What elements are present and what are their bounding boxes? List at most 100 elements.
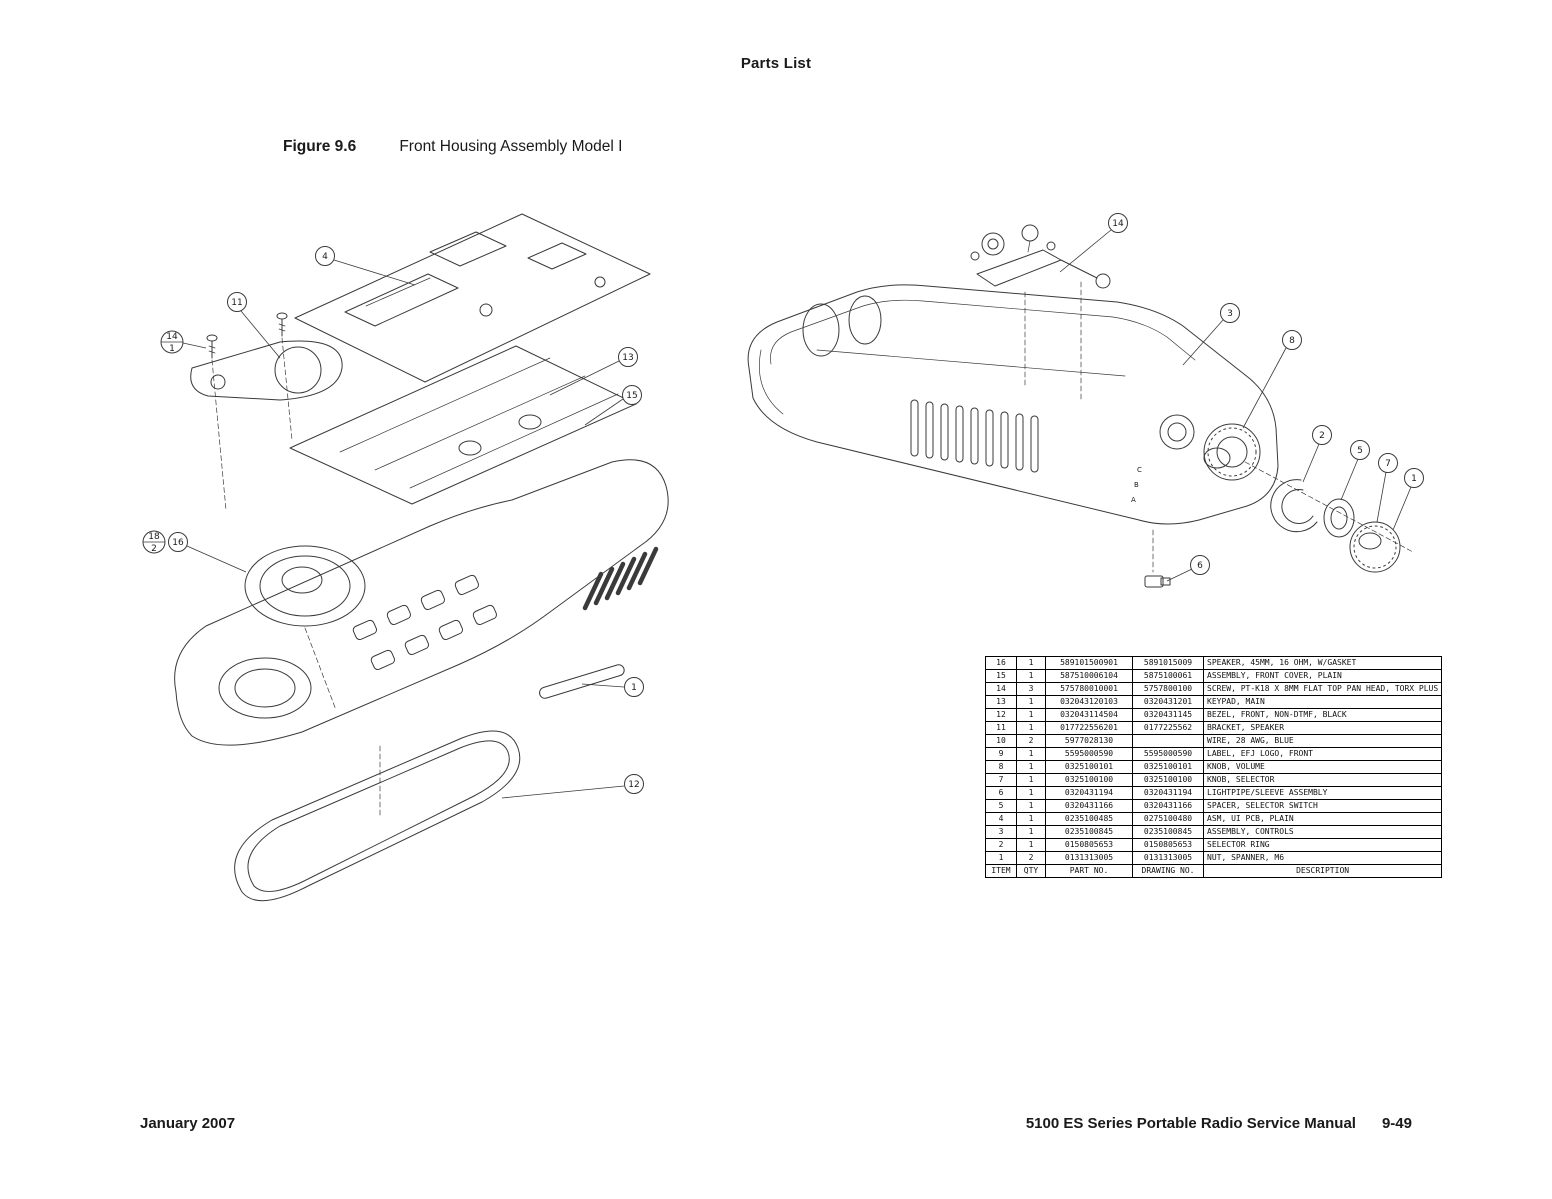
table-header-row: ITEM QTY PART NO. DRAWING NO. DESCRIPTIO… <box>985 864 1443 878</box>
table-row: 4 1 0235100485 0275100480 ASM, UI PCB, P… <box>985 812 1443 826</box>
table-row: 16 1 589101500901 5891015009 SPEAKER, 45… <box>985 656 1443 670</box>
speaker-bracket-shape <box>190 340 343 401</box>
callout-18-2: 18 2 <box>142 530 166 554</box>
svg-text:8: 8 <box>1289 336 1295 346</box>
cell-item: 14 <box>985 682 1017 696</box>
cell-item: 12 <box>985 708 1017 722</box>
callout-11: 11 <box>227 292 281 359</box>
cell-part-no: 0235100845 <box>1045 825 1133 839</box>
table-row: 7 1 0325100100 0325100100 KNOB, SELECTOR <box>985 773 1443 787</box>
cell-item: 15 <box>985 669 1017 683</box>
cell-qty: 1 <box>1016 695 1046 709</box>
cell-drawing-no: 0150805653 <box>1132 838 1204 852</box>
cell-part-no: 032043114504 <box>1045 708 1133 722</box>
table-row: 14 3 575780010001 5757800100 SCREW, PT-K… <box>985 682 1443 696</box>
cell-item: 13 <box>985 695 1017 709</box>
cell-qty: 1 <box>1016 721 1046 735</box>
cell-part-no: 5595000590 <box>1045 747 1133 761</box>
panel-letter-a: A <box>1131 496 1136 504</box>
speaker-shape <box>244 545 366 711</box>
header-drawing-no: DRAWING NO. <box>1132 864 1204 878</box>
cell-part-no: 0320431194 <box>1045 786 1133 800</box>
cell-drawing-no: 0320431166 <box>1132 799 1204 813</box>
callout-7: 7 <box>1376 453 1398 523</box>
front-cover-shape <box>174 459 669 819</box>
cell-description: BEZEL, FRONT, NON-DTMF, BLACK <box>1202 708 1443 722</box>
cell-part-no: 0325100101 <box>1045 760 1133 774</box>
spacer-shape <box>1323 498 1355 538</box>
cell-item: 6 <box>985 786 1017 800</box>
svg-text:18: 18 <box>148 532 160 542</box>
cell-qty: 1 <box>1016 760 1046 774</box>
cell-qty: 1 <box>1016 825 1046 839</box>
cell-drawing-no: 0325100101 <box>1132 760 1204 774</box>
cell-part-no: 0235100485 <box>1045 812 1133 826</box>
callout-1: 1 <box>1392 468 1424 531</box>
svg-text:14: 14 <box>166 332 178 342</box>
callout-2: 2 <box>1302 425 1332 483</box>
callout-15: 15 <box>584 385 642 426</box>
cell-item: 10 <box>985 734 1017 748</box>
footer-date: January 2007 <box>140 1115 236 1132</box>
cell-description: LIGHTPIPE/SLEEVE ASSEMBLY <box>1202 786 1443 800</box>
cell-qty: 2 <box>1016 851 1046 865</box>
cell-item: 11 <box>985 721 1017 735</box>
table-row: 13 1 032043120103 0320431201 KEYPAD, MAI… <box>985 695 1443 709</box>
callout-14-1: 14 1 <box>160 330 207 354</box>
cell-item: 4 <box>985 812 1017 826</box>
cell-qty: 1 <box>1016 708 1046 722</box>
callout-1: 1 <box>581 677 644 697</box>
svg-text:2: 2 <box>151 544 157 554</box>
table-row: 1 2 0131313005 0131313005 NUT, SPANNER, … <box>985 851 1443 865</box>
table-row: 15 1 587510006104 5875100061 ASSEMBLY, F… <box>985 669 1443 683</box>
cell-description: LABEL, EFJ LOGO, FRONT <box>1202 747 1443 761</box>
cell-description: ASM, UI PCB, PLAIN <box>1202 812 1443 826</box>
cell-description: KEYPAD, MAIN <box>1202 695 1443 709</box>
cell-part-no: 5977028130 <box>1045 734 1133 748</box>
table-row: 5 1 0320431166 0320431166 SPACER, SELECT… <box>985 799 1443 813</box>
cell-description: KNOB, SELECTOR <box>1202 773 1443 787</box>
figure-title: Front Housing Assembly Model I <box>399 138 623 155</box>
table-row: 12 1 032043114504 0320431145 BEZEL, FRON… <box>985 708 1443 722</box>
table-row: 3 1 0235100845 0235100845 ASSEMBLY, CONT… <box>985 825 1443 839</box>
cell-drawing-no <box>1132 734 1204 748</box>
table-row: 2 1 0150805653 0150805653 SELECTOR RING <box>985 838 1443 852</box>
controls-assembly-shape <box>970 224 1111 401</box>
cell-qty: 1 <box>1016 786 1046 800</box>
svg-text:2: 2 <box>1319 431 1325 441</box>
stylus-shape <box>539 664 625 699</box>
cell-description: ASSEMBLY, CONTROLS <box>1202 825 1443 839</box>
svg-text:12: 12 <box>628 780 639 790</box>
cell-part-no: 017722556201 <box>1045 721 1133 735</box>
exploded-view-left: 4 11 14 1 13 15 18 2 <box>142 213 669 902</box>
callout-16: 16 <box>168 532 247 573</box>
svg-text:3: 3 <box>1227 309 1233 319</box>
cell-qty: 1 <box>1016 656 1046 670</box>
callout-3: 3 <box>1182 303 1240 366</box>
cell-drawing-no: 5595000590 <box>1132 747 1204 761</box>
cell-drawing-no: 0320431145 <box>1132 708 1204 722</box>
cell-description: ASSEMBLY, FRONT COVER, PLAIN <box>1202 669 1443 683</box>
cell-part-no: 0325100100 <box>1045 773 1133 787</box>
table-row: 10 2 5977028130 WIRE, 28 AWG, BLUE <box>985 734 1443 748</box>
footer-page-number: 9-49 <box>1381 1115 1412 1132</box>
pcb-board-shape <box>294 213 651 383</box>
cell-description: SELECTOR RING <box>1202 838 1443 852</box>
cell-qty: 1 <box>1016 812 1046 826</box>
cell-drawing-no: 0320431194 <box>1132 786 1204 800</box>
cell-part-no: 589101500901 <box>1045 656 1133 670</box>
keypad-plate-shape <box>289 345 637 505</box>
cell-part-no: 0320431166 <box>1045 799 1133 813</box>
table-row: 9 1 5595000590 5595000590 LABEL, EFJ LOG… <box>985 747 1443 761</box>
cell-part-no: 575780010001 <box>1045 682 1133 696</box>
svg-text:6: 6 <box>1197 561 1203 571</box>
cell-qty: 1 <box>1016 799 1046 813</box>
svg-text:1: 1 <box>1411 474 1417 484</box>
svg-text:1: 1 <box>631 683 637 693</box>
figure-label: Figure 9.6 <box>283 138 357 155</box>
table-row: 11 1 017722556201 0177225562 BRACKET, SP… <box>985 721 1443 735</box>
header-item: ITEM <box>985 864 1017 878</box>
page-title: Parts List <box>740 55 812 72</box>
callout-13: 13 <box>549 347 638 396</box>
cell-drawing-no: 0320431201 <box>1132 695 1204 709</box>
